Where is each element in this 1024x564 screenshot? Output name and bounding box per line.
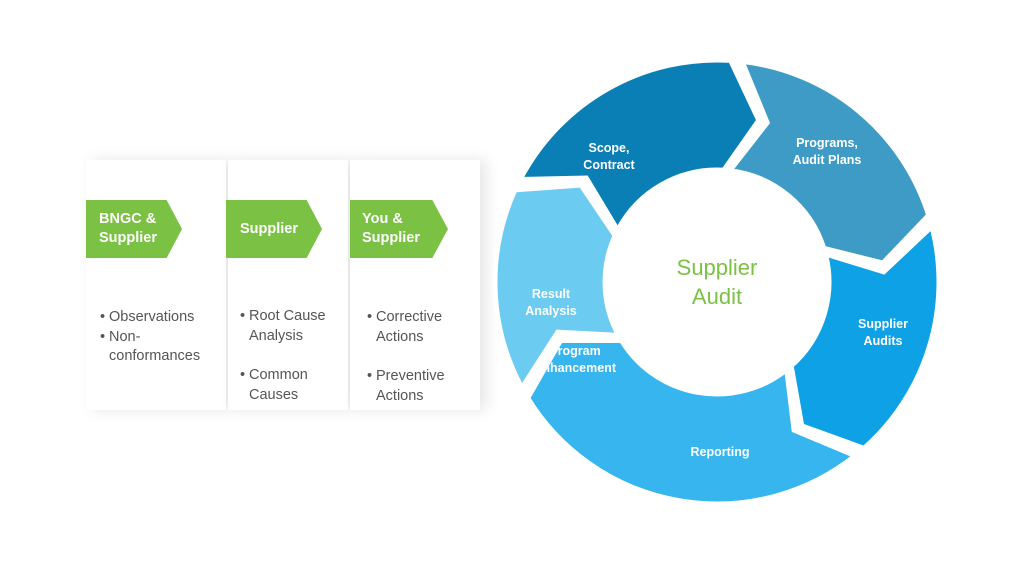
bullet-item: Non- xyxy=(100,328,227,348)
step-1-label-line1: BNGC & xyxy=(99,211,157,227)
bullet-continuation: conformances xyxy=(109,348,201,364)
step-1-label-line2: Supplier xyxy=(99,230,158,246)
cycle-center-circle xyxy=(605,170,829,394)
step-2-label: Supplier xyxy=(240,220,299,237)
bullet-continuation: Actions xyxy=(376,328,424,345)
segment-program-enhancement-line2: Enhancement xyxy=(534,361,617,375)
segment-supplier-audits-line1: Supplier xyxy=(858,317,908,331)
center-label-line1: Supplier xyxy=(677,255,758,280)
segment-result-analysis-line1: Result xyxy=(532,287,571,301)
segment-supplier-audits-line2: Audits xyxy=(864,334,903,348)
center-label-line2: Audit xyxy=(692,284,742,309)
bullet-item: Root Cause xyxy=(240,307,344,327)
step-1-bullets: Observations Non- conformances xyxy=(100,308,227,367)
bullet-item: Corrective xyxy=(367,308,476,328)
step-3-bullets: Corrective Actions Preventive Actions xyxy=(367,308,476,406)
step-3-label-line1: You & xyxy=(362,211,403,227)
step-chevron-bngc-supplier: BNGC & Supplier xyxy=(86,200,182,258)
segment-scope-contract-line2: Contract xyxy=(583,158,635,172)
bullet-continuation: Actions xyxy=(376,387,424,404)
segment-programs-line1: Programs, xyxy=(796,136,858,150)
bullet-continuation: Causes xyxy=(249,386,299,403)
cycle-segments xyxy=(492,57,942,507)
segment-result-analysis-line2: Analysis xyxy=(525,304,576,318)
step-chevron-you-supplier: You & Supplier xyxy=(350,200,448,258)
step-3-label-line2: Supplier xyxy=(362,230,421,246)
bullet-item: Observations xyxy=(100,308,227,328)
bullet-continuation: Analysis xyxy=(249,327,303,344)
segment-program-enhancement-line1: Program xyxy=(549,344,600,358)
step-chevron-supplier: Supplier xyxy=(226,200,322,258)
step-2-bullets: Root Cause Analysis Common Causes xyxy=(240,307,344,405)
bullet-item: Preventive xyxy=(367,367,476,387)
segment-programs-line2: Audit Plans xyxy=(793,153,862,167)
bullet-item: Common xyxy=(240,366,344,386)
segment-scope-contract-line1: Scope, xyxy=(589,141,630,155)
segment-reporting-label: Reporting xyxy=(690,445,749,459)
